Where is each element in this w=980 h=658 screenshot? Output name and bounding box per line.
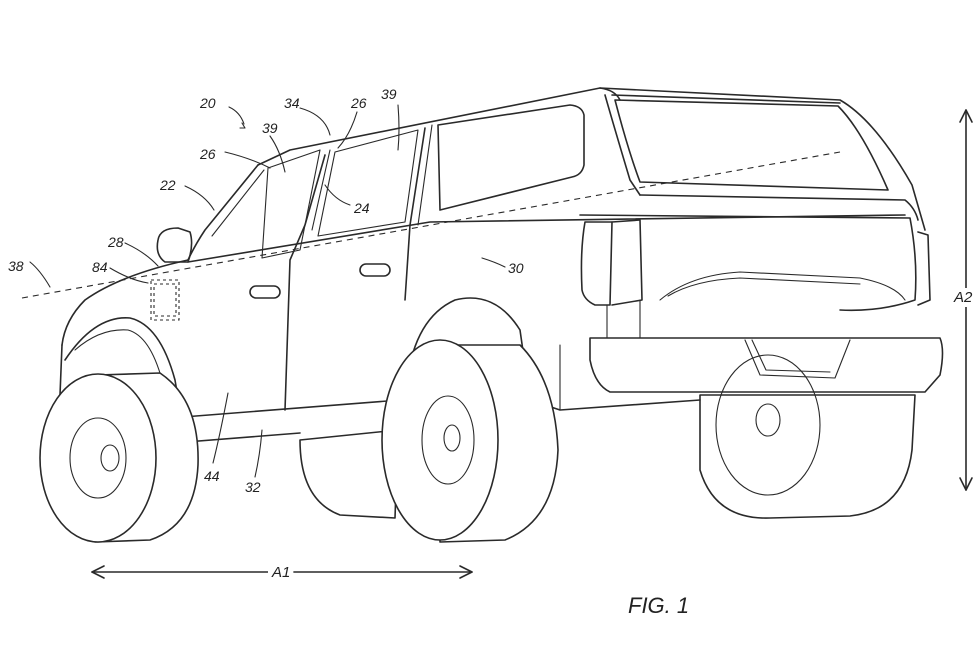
front-left-wheel [39, 372, 199, 543]
label-24: 24 [353, 200, 370, 216]
rear-right-wheel [699, 354, 916, 519]
reference-labels: 20 34 26 39 39 26 22 24 28 84 38 30 44 3… [8, 86, 977, 618]
label-84: 84 [92, 259, 108, 275]
vehicle-body [59, 87, 944, 446]
rear-left-wheel-front [381, 339, 559, 543]
figure-caption: FIG. 1 [628, 593, 689, 618]
label-26-top: 26 [350, 95, 367, 111]
label-a2-background [950, 288, 977, 307]
label-22: 22 [159, 177, 176, 193]
label-44: 44 [204, 468, 220, 484]
label-28: 28 [107, 234, 124, 250]
label-20: 20 [199, 95, 216, 111]
label-34: 34 [284, 95, 300, 111]
label-32: 32 [245, 479, 261, 495]
leader-lines [29, 104, 506, 478]
rear-left-wheel [299, 429, 399, 519]
label-39-left: 39 [262, 120, 278, 136]
label-a1: A1 [271, 564, 290, 581]
label-a1-background [268, 563, 294, 582]
label-39-top: 39 [381, 86, 397, 102]
label-a2: A2 [953, 289, 973, 306]
label-30: 30 [508, 260, 524, 276]
reference-line-38 [21, 151, 841, 299]
label-26-left: 26 [199, 146, 216, 162]
label-38: 38 [8, 258, 24, 274]
